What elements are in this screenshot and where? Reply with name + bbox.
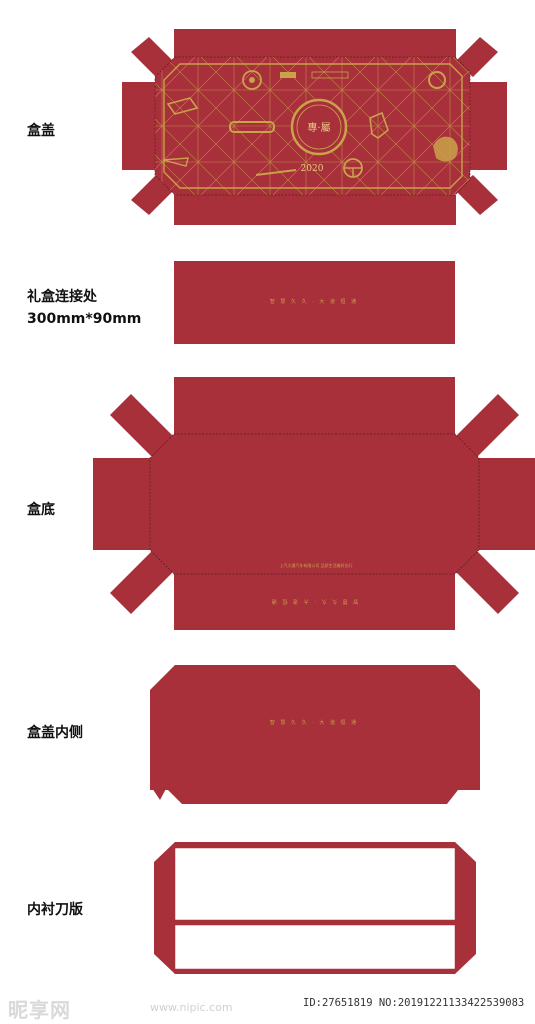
base-top-flap	[174, 377, 455, 434]
trim-icon	[255, 169, 297, 176]
lid-dieline: 專·屬 2020	[122, 29, 507, 225]
liner-upper-cell	[174, 847, 456, 921]
watermark-logo: 昵享网	[8, 998, 71, 1022]
base-corner-tab	[110, 394, 174, 458]
base-panel	[149, 433, 480, 575]
engine-icon	[433, 136, 458, 162]
lid-inner-slogan: 智 慧 久 久 · 大 道 恒 通	[270, 719, 358, 726]
label-liner: 内衬刀版	[27, 902, 83, 918]
label-connector-size: 300mm*90mm	[27, 311, 142, 327]
connector-slogan: 智 慧 久 久 · 大 道 恒 通	[270, 298, 358, 305]
liner-lower-cell	[174, 924, 456, 970]
brand-slogan-icon	[311, 71, 349, 79]
seat-icon	[369, 111, 389, 139]
label-connector: 礼盒连接处 300mm*90mm	[27, 286, 141, 330]
base-company-line: 上汽大通汽车有限公司 品质生活美好出行	[279, 562, 352, 568]
base-corner-tab	[455, 394, 519, 458]
connector-dieline: 智 慧 久 久 · 大 道 恒 通	[174, 261, 455, 344]
lid-bottom-flap	[174, 195, 456, 225]
watermark-url: www.nipic.com	[150, 1001, 233, 1014]
base-right-flap	[479, 458, 535, 550]
base-dieline: 上汽大通汽车有限公司 品质生活美好出行 智 慧 久 久 · 大 道 恒 通	[93, 377, 535, 630]
base-corner-tab	[455, 550, 519, 614]
liner-dieline	[154, 842, 476, 974]
lid-artwork: 專·屬 2020	[155, 57, 470, 195]
label-base: 盒底	[27, 502, 55, 518]
base-left-flap	[93, 458, 150, 550]
wiper-icon	[162, 157, 189, 167]
label-connector-title: 礼盒连接处	[27, 289, 97, 305]
lid-right-flap	[470, 82, 507, 170]
base-corner-tab	[110, 550, 174, 614]
mirror-icon	[166, 97, 199, 115]
lid-inner-panel	[150, 665, 480, 804]
lid-top-flap	[174, 29, 456, 58]
label-lid: 盒盖	[27, 123, 55, 139]
label-lid-inner: 盒盖内侧	[27, 725, 83, 741]
lid-corner-tab	[455, 175, 498, 215]
base-bottom-text: 智 慧 久 久 · 大 道 恒 通	[270, 598, 358, 605]
base-bottom-flap	[174, 574, 455, 630]
brand-logo-icon	[280, 72, 296, 78]
image-id-line: ID:27651819 NO:20191221133422539083	[303, 997, 525, 1009]
lid-corner-tab	[131, 175, 174, 215]
connector-panel	[174, 261, 455, 344]
bumper-icon	[229, 121, 275, 133]
wheel-icon	[242, 70, 262, 90]
lid-inner-dieline: 智 慧 久 久 · 大 道 恒 通	[150, 665, 480, 804]
lid-year: 2020	[301, 164, 324, 174]
lid-emblem	[290, 98, 348, 156]
lid-corner-tab	[131, 37, 174, 77]
disc-icon	[428, 71, 446, 89]
lid-corner-tab	[455, 37, 498, 77]
lid-left-flap	[122, 82, 156, 170]
lid-emblem-text: 專·屬	[307, 121, 330, 134]
